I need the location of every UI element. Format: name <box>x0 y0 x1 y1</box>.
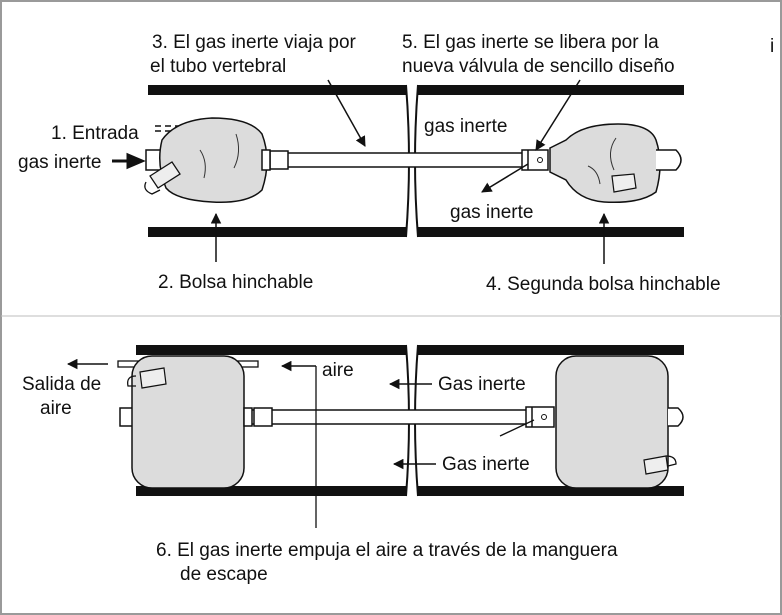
air-outlet-label: Salida de <box>22 374 101 395</box>
step-6-label-line2: de escape <box>180 564 268 585</box>
pipe-wall-top-left <box>148 85 406 95</box>
step-5-label-line2: nueva válvula de sencillo diseño <box>402 56 675 77</box>
step-3-label-line2: el tubo vertebral <box>150 56 286 77</box>
step-2-label: 2. Bolsa hinchable <box>158 272 313 293</box>
step-6-label: 6. El gas inerte empuja el aire a través… <box>156 540 618 561</box>
gas-upper-label: Gas inerte <box>438 374 526 395</box>
tag-icon <box>139 367 167 389</box>
step-3-label: 3. El gas inerte viaja por <box>152 32 357 53</box>
air-outlet-label-line2: aire <box>40 398 72 419</box>
step-4-label: 4. Segunda bolsa hinchable <box>486 274 721 295</box>
gas-lower-label: Gas inerte <box>442 454 530 475</box>
pipe-wall-bottom-left <box>148 227 406 237</box>
inflatable-bag-2 <box>549 123 661 204</box>
pipe-wall-bottom-right <box>418 227 684 237</box>
gas-label-upper: gas inerte <box>424 116 507 137</box>
gas-label-lower: gas inerte <box>450 202 533 223</box>
tag-icon <box>149 161 181 189</box>
air-label: aire <box>322 360 354 381</box>
inflatable-bag-1 <box>159 117 268 203</box>
valve <box>525 406 555 428</box>
valve <box>521 149 549 171</box>
step-1-label: 1. Entrada <box>51 123 139 144</box>
corner-glyph: i <box>770 36 774 57</box>
step-1-label-line2: gas inerte <box>18 152 101 173</box>
tag-icon <box>611 173 637 193</box>
inlet-arrow <box>112 152 146 170</box>
step-5-label: 5. El gas inerte se libera por la <box>402 32 659 53</box>
vertebral-tube <box>264 152 526 168</box>
pipe-wall-top-right <box>418 85 684 95</box>
tag-icon <box>643 455 669 475</box>
vertebral-tube <box>249 409 531 425</box>
